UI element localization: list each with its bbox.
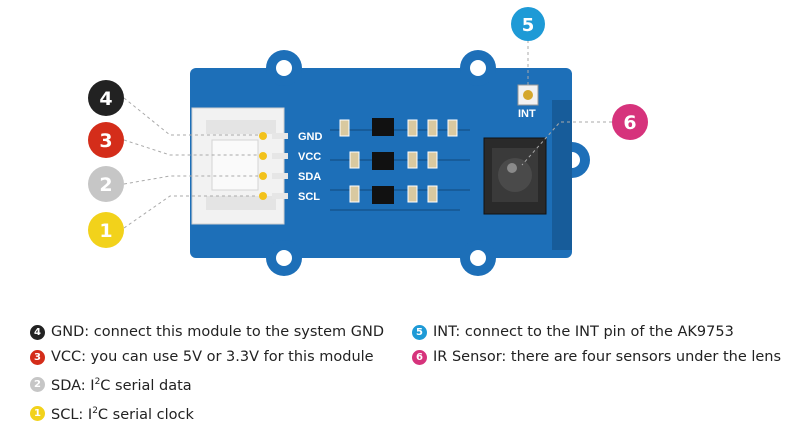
callout-2: 2 [88,166,124,202]
legend-badge: 2 [30,376,45,392]
legend-badge: 1 [30,405,45,421]
svg-text:1: 1 [99,220,112,242]
legend-badge: 6 [412,350,427,365]
mount-hole [470,250,486,266]
svg-text:3: 3 [99,130,112,152]
module-diagram: GND VCC SDA SCL INT [88,7,648,276]
legend-item-sda: 2 SDA: I2C serial data [30,370,384,399]
callout-5: 5 [511,7,545,41]
grove-connector [191,107,285,225]
int-label: INT [518,108,536,120]
pin-label-vcc: VCC [298,151,321,163]
callout-1: 1 [88,212,124,248]
legend-right: 5 INT: connect to the INT pin of the AK9… [412,320,781,370]
legend-text: VCC: you can use 5V or 3.3V for this mod… [51,349,374,365]
svg-text:5: 5 [522,15,535,36]
callout-6: 6 [612,104,648,140]
svg-text:4: 4 [99,88,112,110]
legend-text: INT: connect to the INT pin of the AK975… [433,324,734,340]
svg-text:2: 2 [99,174,112,196]
ir-sensor [483,137,547,215]
legend-badge: 3 [30,350,45,365]
callout-4: 4 [88,80,124,116]
legend-item-vcc: 3 VCC: you can use 5V or 3.3V for this m… [30,345,384,370]
int-pad [517,84,572,250]
mount-hole [470,60,486,76]
legend-text: SCL: I2C serial clock [51,405,194,423]
pin-label-sda: SDA [298,171,321,183]
smd-components [339,118,458,204]
mount-hole [276,60,292,76]
legend-text: IR Sensor: there are four sensors under … [433,349,782,365]
legend-left: 4 GND: connect this module to the system… [30,320,384,428]
legend-item-ir-sensor: 6 IR Sensor: there are four sensors unde… [412,345,781,370]
legend-badge: 4 [30,325,45,340]
leader-lines [123,40,612,229]
callout-3: 3 [88,122,124,158]
mount-hole [276,250,292,266]
legend-text: GND: connect this module to the system G… [51,324,385,340]
legend-item-int: 5 INT: connect to the INT pin of the AK9… [412,320,781,345]
svg-text:6: 6 [623,112,636,134]
pin-pads [259,132,288,200]
legend-item-gnd: 4 GND: connect this module to the system… [30,320,384,345]
pin-label-scl: SCL [298,191,320,203]
legend-text: SDA: I2C serial data [51,377,192,394]
pin-label-gnd: GND [298,131,323,143]
legend-item-scl: 1 SCL: I2C serial clock [30,399,384,428]
legend-badge: 5 [412,325,427,340]
